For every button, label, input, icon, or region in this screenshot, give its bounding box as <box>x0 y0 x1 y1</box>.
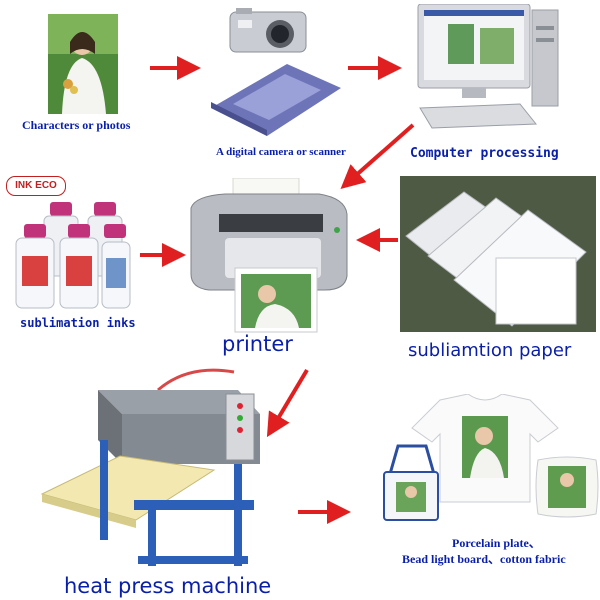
paper-node <box>400 176 596 332</box>
heat-press-icon <box>40 368 260 566</box>
products-label-line1: Porcelain plate、 <box>452 536 541 550</box>
products-node <box>380 394 600 532</box>
portrait-photo-icon <box>48 14 118 114</box>
camera-scanner-label: A digital camera or scanner <box>216 146 346 158</box>
camera-scanner-node <box>205 6 345 146</box>
t-shirt-icon <box>411 394 559 503</box>
arrow-printer-to-heat-press <box>266 368 309 438</box>
shoulder-bag-icon <box>383 444 439 521</box>
flatbed-scanner-icon <box>211 64 341 136</box>
printer-label: printer <box>222 332 293 356</box>
digital-camera-icon <box>229 8 307 53</box>
paper-stack-icon <box>405 191 587 327</box>
arrow-computer-to-printer <box>340 123 415 189</box>
inks-node: INK ECO <box>4 162 134 314</box>
photo-node <box>48 14 118 114</box>
pillow-icon <box>535 456 599 518</box>
printer-node <box>185 178 355 334</box>
ink-eco-logo: INK ECO <box>6 176 66 196</box>
desktop-computer-icon <box>417 4 559 129</box>
products-label-line2: Bead light board、cotton fabric <box>402 552 566 566</box>
paper-label: subliamtion paper <box>408 340 572 361</box>
computer-node <box>410 4 560 130</box>
inks-label: sublimation inks <box>20 316 136 330</box>
photo-label: Characters or photos <box>22 118 131 132</box>
heat-press-label: heat press machine <box>64 574 272 598</box>
inkjet-printer-icon <box>190 178 348 333</box>
computer-label: Computer processing <box>410 146 559 161</box>
ink-bottles-icon <box>15 202 131 309</box>
heat-press-node <box>38 360 276 570</box>
